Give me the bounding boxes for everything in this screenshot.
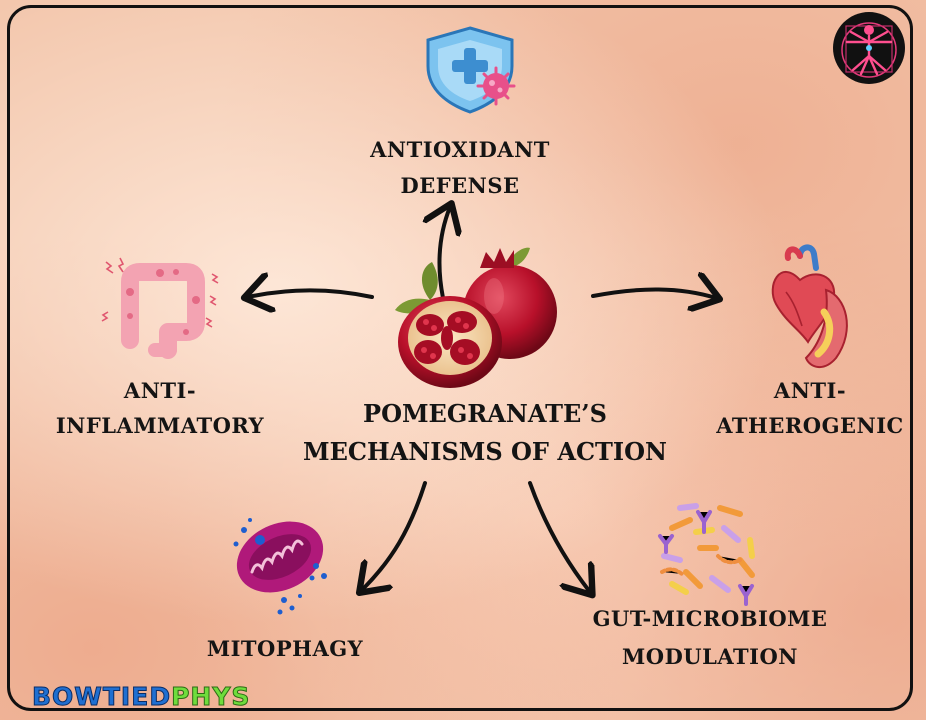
anti-atherogenic-line2: ATHEROGENIC — [716, 413, 904, 438]
mitophagy-label: MITOPHAGY — [180, 634, 390, 664]
brand-part2: PHYS — [171, 682, 251, 712]
pomegranate-illustration — [395, 247, 557, 388]
brand-logo: BOWTIEDPHYS — [31, 682, 251, 712]
antioxidant-defense-label: ANTIOXIDANT DEFENSE — [350, 132, 570, 204]
anti-atherogenic-line1: ANTI- — [773, 378, 847, 403]
inflamed-colon-icon — [101, 257, 219, 359]
antioxidant-line2: DEFENSE — [400, 173, 520, 198]
arrow-to-gut-microbiome — [528, 481, 590, 592]
anti-inflammatory-line1: ANTI- — [123, 378, 197, 403]
bacteria-cluster-icon — [658, 503, 755, 606]
arrow-to-mitophagy — [362, 481, 427, 590]
antioxidant-line1: ANTIOXIDANT — [370, 137, 550, 162]
mitophagy-line1: MITOPHAGY — [206, 636, 364, 661]
anti-inflammatory-label: ANTI- INFLAMMATORY — [30, 373, 290, 443]
vitruvian-man-icon — [833, 12, 905, 84]
gut-microbiome-label: GUT-MICROBIOME MODULATION — [560, 600, 860, 676]
heart-artery-icon — [771, 244, 848, 368]
rounded-frame — [7, 5, 913, 711]
arrow-to-anti-inflammatory — [248, 290, 374, 297]
arrow-to-antioxidant — [439, 207, 450, 300]
center-title-line2: MECHANISMS OF ACTION — [303, 437, 667, 466]
anti-atherogenic-label: ANTI- ATHEROGENIC — [700, 373, 920, 443]
halved-pomegranate — [398, 296, 502, 388]
gut-line2: MODULATION — [622, 644, 798, 669]
shield-virus-icon — [426, 26, 516, 114]
arrow-to-anti-atherogenic — [591, 289, 716, 298]
anti-inflammatory-line2: INFLAMMATORY — [55, 413, 265, 438]
brand-part1: BOWTIED — [31, 682, 172, 712]
mitochondrion-icon — [233, 518, 327, 615]
center-title-line1: POMEGRANATE’S — [363, 399, 607, 428]
center-title: POMEGRANATE’S MECHANISMS OF ACTION — [280, 395, 690, 471]
gut-line1: GUT-MICROBIOME — [592, 606, 828, 631]
